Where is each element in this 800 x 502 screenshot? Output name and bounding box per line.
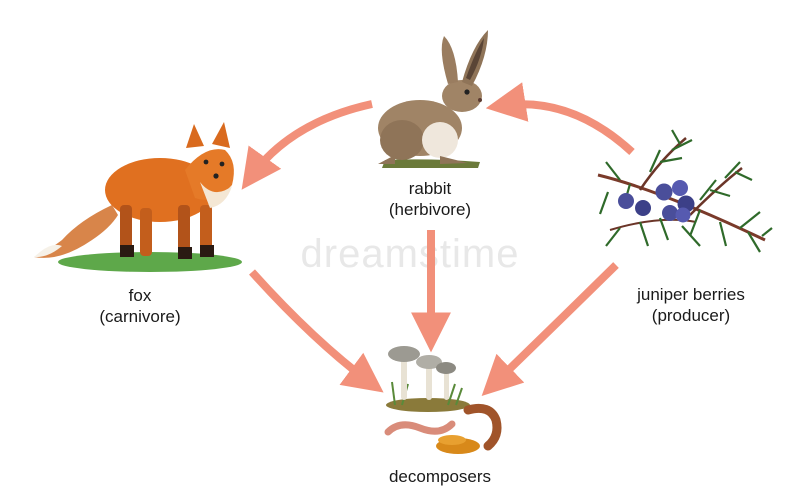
fox-name: fox [70, 285, 210, 306]
juniper-label: juniper berries (producer) [606, 284, 776, 326]
rabbit-label: rabbit (herbivore) [360, 178, 500, 220]
rabbit-role: (herbivore) [360, 199, 500, 220]
decomposers-name: decomposers [360, 466, 520, 487]
arrow-rabbit-to-fox [250, 104, 372, 178]
fox-label: fox (carnivore) [70, 285, 210, 327]
juniper-name: juniper berries [606, 284, 776, 305]
arrow-juniper-to-decomposers [492, 265, 616, 386]
decomposers-label: decomposers [360, 466, 520, 487]
rabbit-illustration [378, 30, 488, 168]
arrow-juniper-to-rabbit [500, 104, 632, 152]
arrow-fox-to-decomposers [252, 272, 372, 384]
decomposers-illustration [386, 346, 497, 454]
juniper-role: (producer) [606, 305, 776, 326]
fox-illustration [34, 122, 242, 272]
fox-role: (carnivore) [70, 306, 210, 327]
rabbit-name: rabbit [360, 178, 500, 199]
